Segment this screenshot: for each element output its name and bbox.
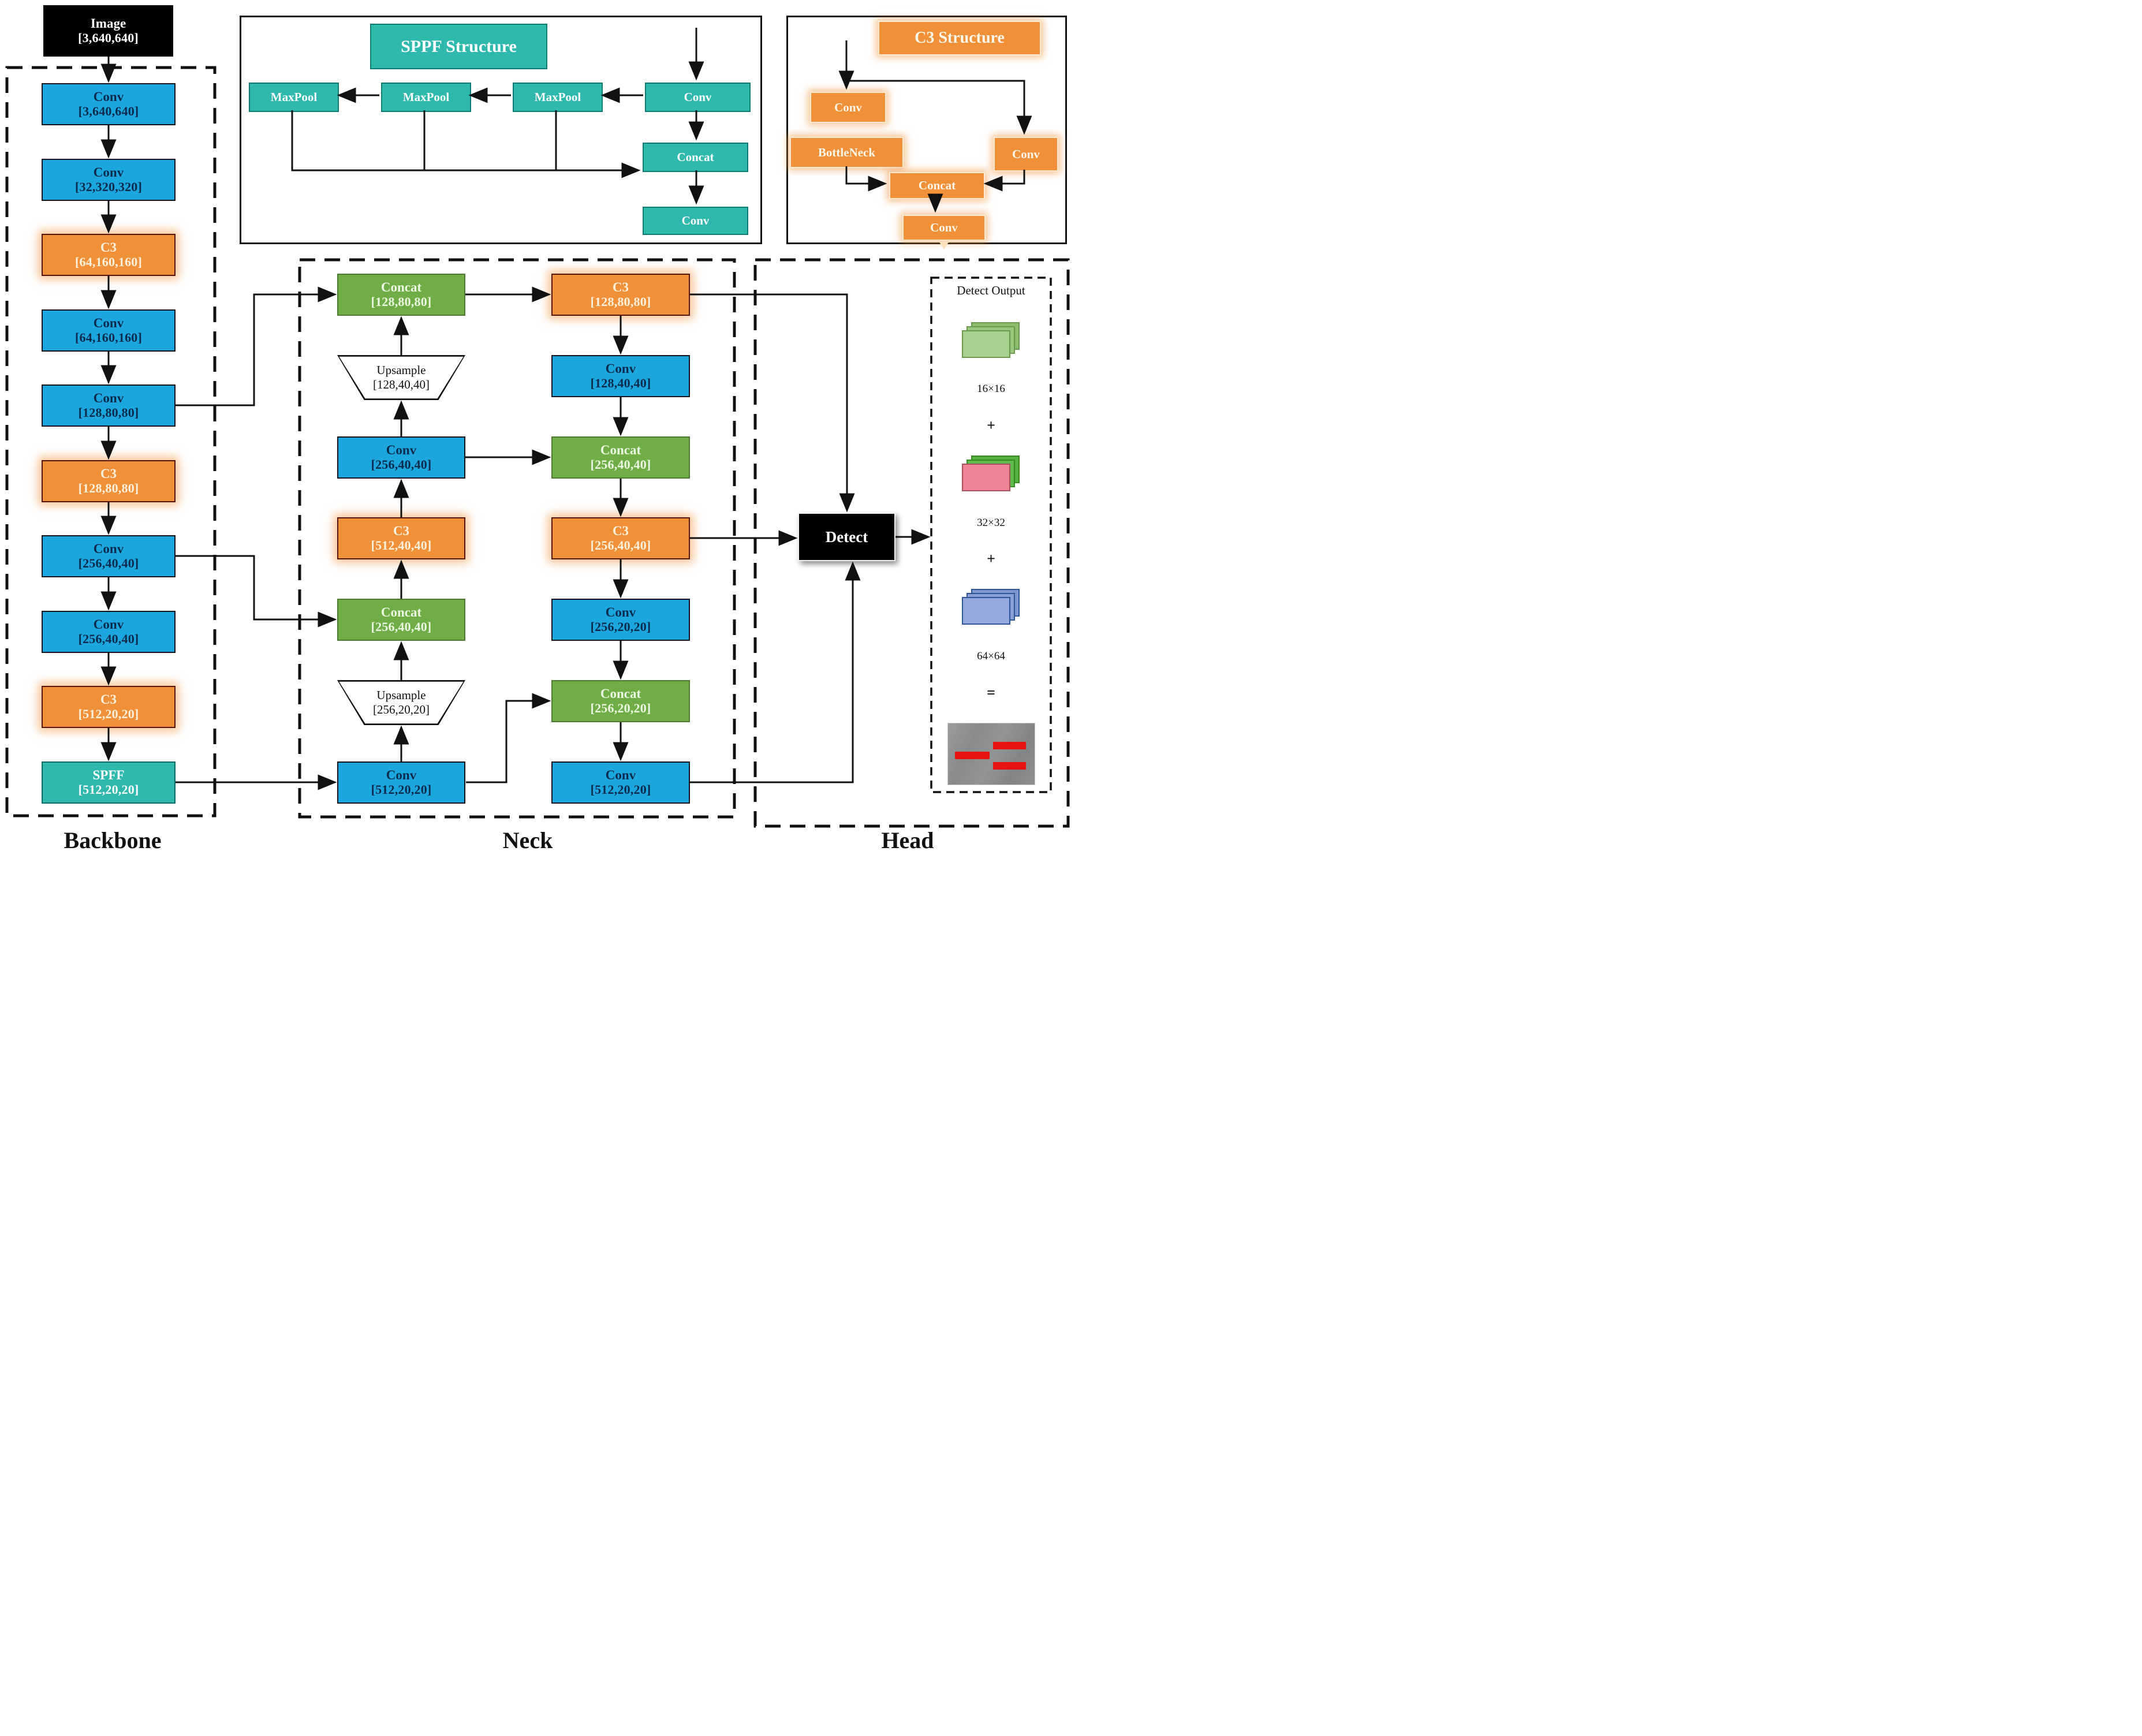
featuremap-stack-64 xyxy=(961,589,1021,626)
neck-right-conv2: Conv[256,20,20] xyxy=(551,599,690,641)
input-image-block: Image [3,640,640] xyxy=(43,5,173,57)
neck-left-concat1: Concat[128,80,80] xyxy=(337,274,465,316)
sppf-conv-in: Conv xyxy=(645,83,751,112)
backbone-conv4-p3: Conv[128,80,80] xyxy=(42,384,176,427)
equals-sign: = xyxy=(987,684,995,701)
c3-conv-right: Conv xyxy=(994,137,1058,171)
neck-right-conv3: Conv[512,20,20] xyxy=(551,761,690,804)
neck-right-c3-p3: C3[128,80,80] xyxy=(551,274,690,316)
scale-label-64: 64×64 xyxy=(977,649,1005,662)
sppf-title: SPPF Structure xyxy=(370,24,547,69)
sppf-maxpool-3: MaxPool xyxy=(513,83,603,112)
c3-conv-left: Conv xyxy=(810,92,886,123)
c3-bottleneck: BottleNeck xyxy=(790,137,904,168)
c3-title: C3 Structure xyxy=(878,21,1041,55)
backbone-conv6: Conv[256,40,40] xyxy=(42,611,176,653)
c3-output-arrow-icon xyxy=(939,241,949,249)
backbone-c3-3: C3[512,20,20] xyxy=(42,686,176,728)
plus-sign-1: + xyxy=(987,416,995,434)
detect-output-title: Detect Output xyxy=(957,283,1025,297)
backbone-conv2: Conv[32,320,320] xyxy=(42,159,176,201)
sppf-conv-out: Conv xyxy=(643,207,748,235)
backbone-c3-2: C3[128,80,80] xyxy=(42,460,176,502)
scale-label-16: 16×16 xyxy=(977,383,1005,395)
sppf-structure-inset: SPPF Structure MaxPool MaxPool MaxPool C… xyxy=(240,16,762,244)
c3-structure-inset: C3 Structure Conv BottleNeck Conv Concat… xyxy=(786,16,1067,249)
neck-left-c3: C3[512,40,40] xyxy=(337,517,465,559)
backbone-conv1: Conv[3,640,640] xyxy=(42,83,176,125)
detection-box xyxy=(954,751,990,760)
scale-label-32: 32×32 xyxy=(977,516,1005,529)
head-label: Head xyxy=(881,827,934,853)
backbone-label: Backbone xyxy=(64,827,162,853)
c3-conv-out: Conv xyxy=(902,215,986,241)
sppf-maxpool-1: MaxPool xyxy=(249,83,339,112)
c3-concat: Concat xyxy=(889,172,985,199)
neck-right-concat1: Concat[256,40,40] xyxy=(551,436,690,479)
featuremap-stack-16 xyxy=(961,322,1021,359)
detect-block: Detect xyxy=(798,513,895,561)
neck-left-conv2: Conv[512,20,20] xyxy=(337,761,465,804)
backbone-c3-1: C3[64,160,160] xyxy=(42,234,176,276)
input-image-shape: [3,640,640] xyxy=(78,31,139,46)
neck-right-c3-p4: C3[256,40,40] xyxy=(551,517,690,559)
backbone-spff: SPFF[512,20,20] xyxy=(42,761,176,804)
neck-left-concat2: Concat[256,40,40] xyxy=(337,599,465,641)
backbone-conv3: Conv[64,160,160] xyxy=(42,309,176,352)
sppf-maxpool-2: MaxPool xyxy=(381,83,471,112)
detection-box xyxy=(992,761,1026,770)
neck-left-upsample1: Upsample[128,40,40] xyxy=(337,355,465,400)
featuremap-stack-32 xyxy=(961,455,1021,492)
detection-box xyxy=(992,741,1026,750)
neck-label: Neck xyxy=(502,827,553,853)
neck-right-conv1: Conv[128,40,40] xyxy=(551,355,690,397)
neck-left-upsample2: Upsample[256,20,20] xyxy=(337,680,465,725)
input-image-name: Image xyxy=(90,16,126,31)
architecture-diagram: Image [3,640,640] Conv[3,640,640] Conv[3… xyxy=(0,0,1071,868)
plus-sign-2: + xyxy=(987,550,995,568)
neck-right-concat2: Concat[256,20,20] xyxy=(551,680,690,722)
backbone-conv5-p4: Conv[256,40,40] xyxy=(42,535,176,577)
neck-left-conv1: Conv[256,40,40] xyxy=(337,436,465,479)
sppf-concat: Concat xyxy=(643,143,748,172)
detection-result-image xyxy=(947,722,1035,785)
detect-output-panel: Detect Output 16×16 + 32×32 + 64×64 = xyxy=(931,278,1051,792)
